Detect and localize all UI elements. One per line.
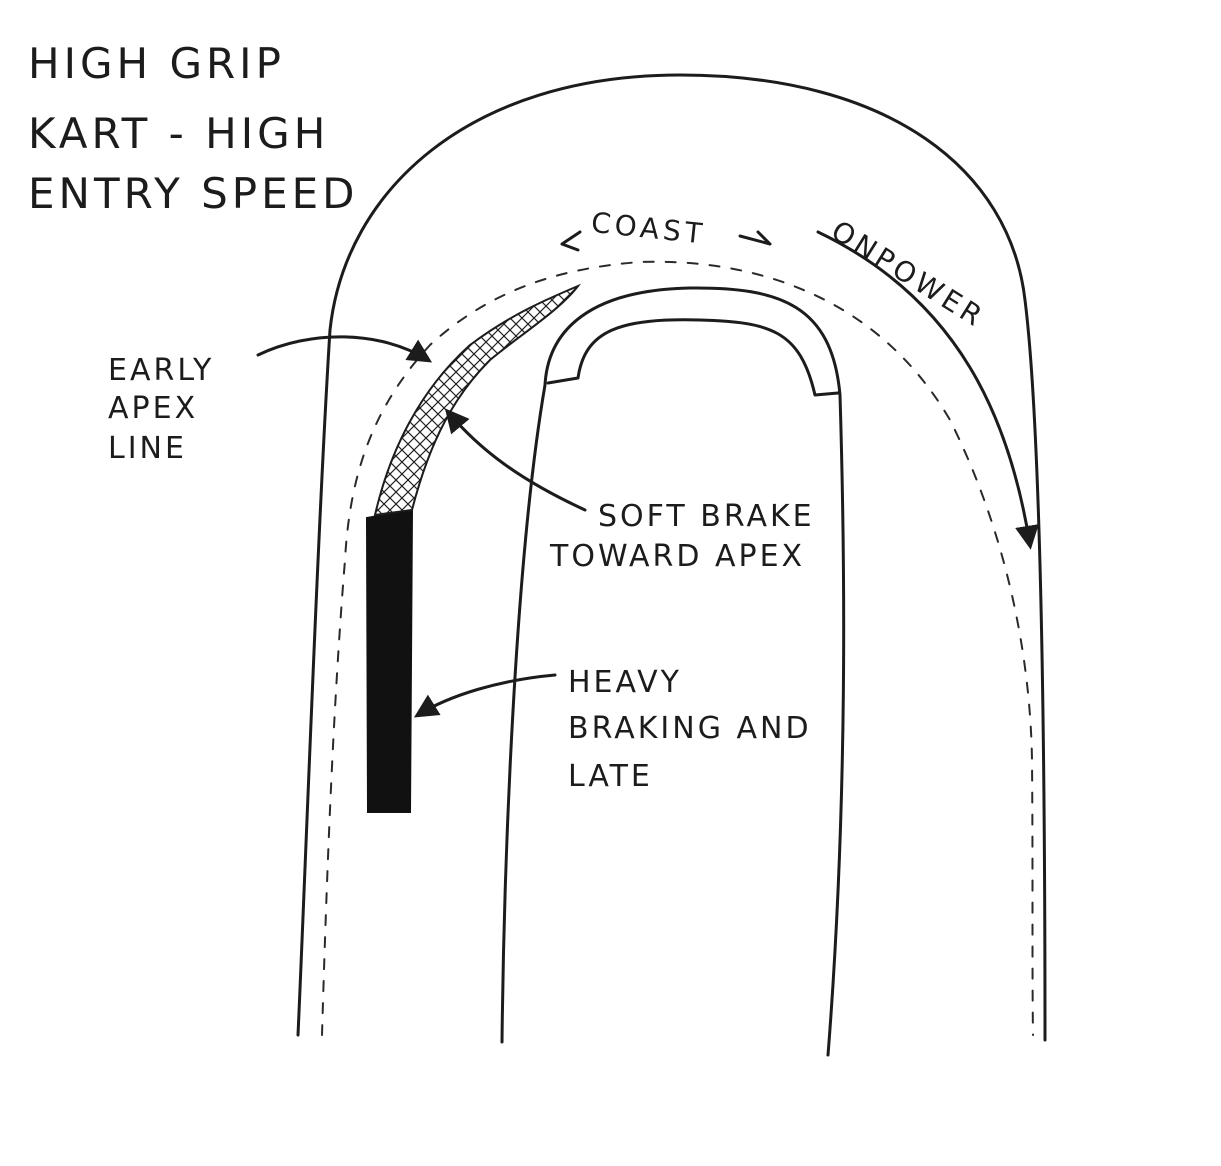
heavy-braking-callout-arrow [413, 673, 557, 718]
title-line-2: KART - HIGH [28, 109, 329, 158]
early-apex-label: EARLY APEX LINE [108, 353, 214, 466]
early-apex-line-1: EARLY [108, 353, 214, 388]
early-apex-line-3: LINE [108, 431, 187, 466]
soft-brake-callout-arrow [444, 408, 587, 512]
on-power-arrow [816, 230, 1039, 550]
early-apex-callout-arrow [256, 335, 433, 363]
coast-label: COAST [590, 206, 708, 251]
racing-line-dashed [321, 260, 1034, 1036]
apex-curb [546, 318, 840, 397]
soft-brake-line-2: TOWARD APEX [549, 539, 805, 574]
heavy-braking-zone [365, 508, 414, 813]
on-power-label: ONPOWER [826, 214, 992, 335]
track-inner-edge [500, 286, 846, 1057]
heavy-braking-line-3: LATE [568, 759, 653, 794]
coast-arrow-right [738, 230, 772, 246]
heavy-braking-label: HEAVY BRAKING AND LATE [568, 665, 812, 794]
coast-arrow-left [560, 230, 582, 252]
track-outer-edge [296, 73, 1047, 1042]
soft-brake-line-1: SOFT BRAKE [598, 499, 815, 534]
soft-brake-zone [373, 283, 582, 517]
title: HIGH GRIP KART - HIGH ENTRY SPEED [28, 39, 359, 218]
soft-brake-label: SOFT BRAKE TOWARD APEX [549, 499, 815, 574]
early-apex-line-2: APEX [108, 391, 198, 426]
title-line-3: ENTRY SPEED [28, 169, 359, 218]
heavy-braking-line-2: BRAKING AND [568, 711, 812, 746]
title-line-1: HIGH GRIP [28, 39, 285, 88]
heavy-braking-line-1: HEAVY [568, 665, 682, 700]
